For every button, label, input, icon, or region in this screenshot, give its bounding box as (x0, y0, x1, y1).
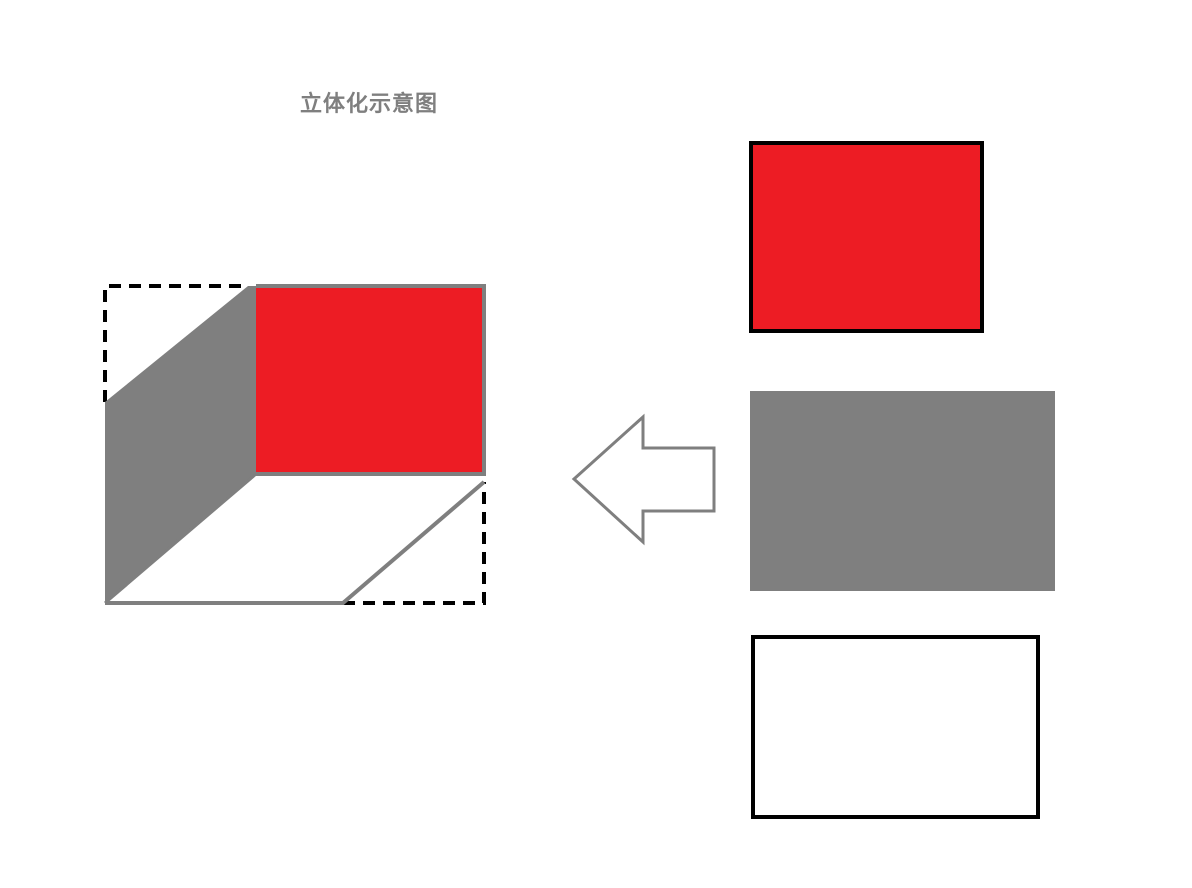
diagram-title: 立体化示意图 (300, 91, 439, 117)
dashed-bottom-right-edge (343, 482, 486, 605)
dashed-top-left-edge (103, 284, 248, 402)
white-rectangle (751, 635, 1040, 819)
gray-rectangle (750, 391, 1055, 591)
red-rectangle (749, 141, 984, 333)
composite-box (103, 284, 486, 605)
front-face-outline (256, 284, 486, 476)
left-arrow-icon (571, 413, 716, 546)
front-face-red (256, 287, 482, 473)
bottom-face-outline (105, 480, 486, 605)
side-face-gray (105, 286, 256, 603)
bottom-face-back-edge (104, 472, 257, 605)
